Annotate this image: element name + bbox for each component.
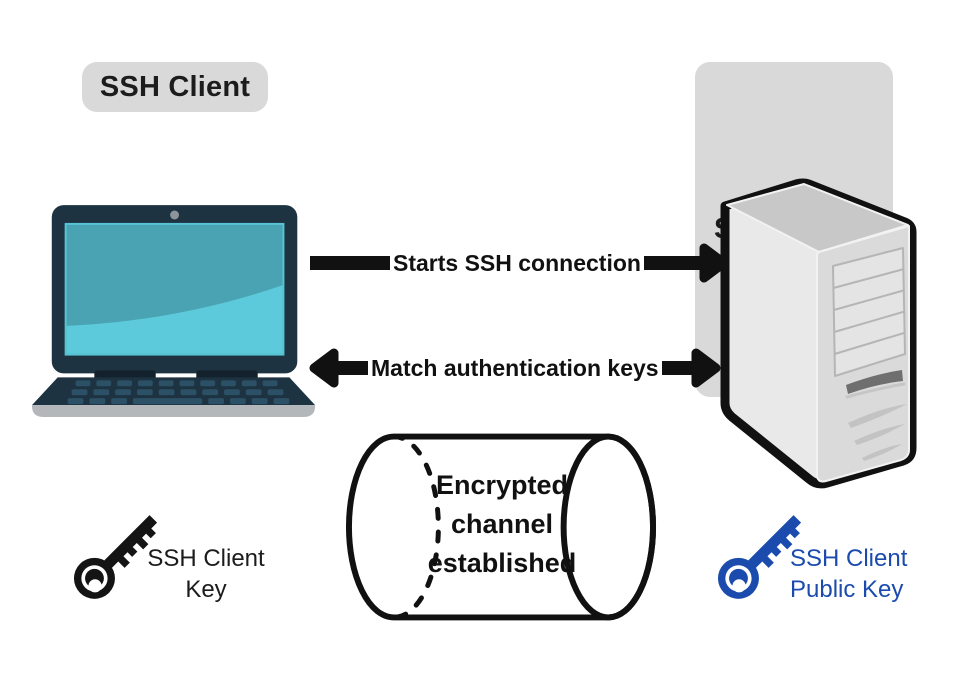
- client-key-caption-line2: Key: [185, 576, 227, 603]
- arrow-starts-connection: Starts SSH connection: [310, 239, 732, 287]
- client-key-group: SSH Client Key: [56, 514, 265, 626]
- encrypted-channel-line3: established: [427, 548, 577, 578]
- power-slot: [845, 370, 906, 399]
- server-public-key-group: SSH Client Public Key: [700, 514, 907, 626]
- encrypted-channel-text: Encrypted channel established: [402, 466, 602, 583]
- ssh-client-label: SSH Client: [82, 62, 268, 112]
- arrow-left-icon: [309, 348, 368, 388]
- drive-bays: [832, 247, 906, 377]
- arrow-starts-connection-label: Starts SSH connection: [393, 250, 641, 276]
- keyboard-keys: [67, 380, 290, 405]
- server-public-key-caption: SSH Client Public Key: [790, 543, 920, 605]
- server-public-key-caption-line2: Public Key: [790, 576, 904, 603]
- arrow-match-keys: Match authentication keys: [306, 344, 724, 392]
- arrow-right-icon: [643, 243, 729, 283]
- arrow-tail-bar: [310, 256, 390, 270]
- vent-waves: [848, 404, 907, 461]
- arrow-right-icon: [661, 348, 721, 388]
- server-icon: [720, 178, 917, 489]
- webcam-dot: [170, 210, 179, 220]
- client-key-caption-line1: SSH Client: [147, 545, 265, 572]
- encrypted-channel-line2: channel: [450, 509, 554, 539]
- encrypted-channel: Encrypted channel established: [342, 426, 660, 628]
- encrypted-channel-line1: Encrypted: [435, 470, 569, 500]
- server-public-key-caption-line1: SSH Client: [790, 545, 908, 572]
- cylinder-shape: [345, 433, 657, 621]
- arrow-match-keys-label: Match authentication keys: [371, 355, 659, 381]
- laptop-icon: [31, 205, 316, 417]
- client-key-caption: SSH Client Key: [146, 543, 266, 605]
